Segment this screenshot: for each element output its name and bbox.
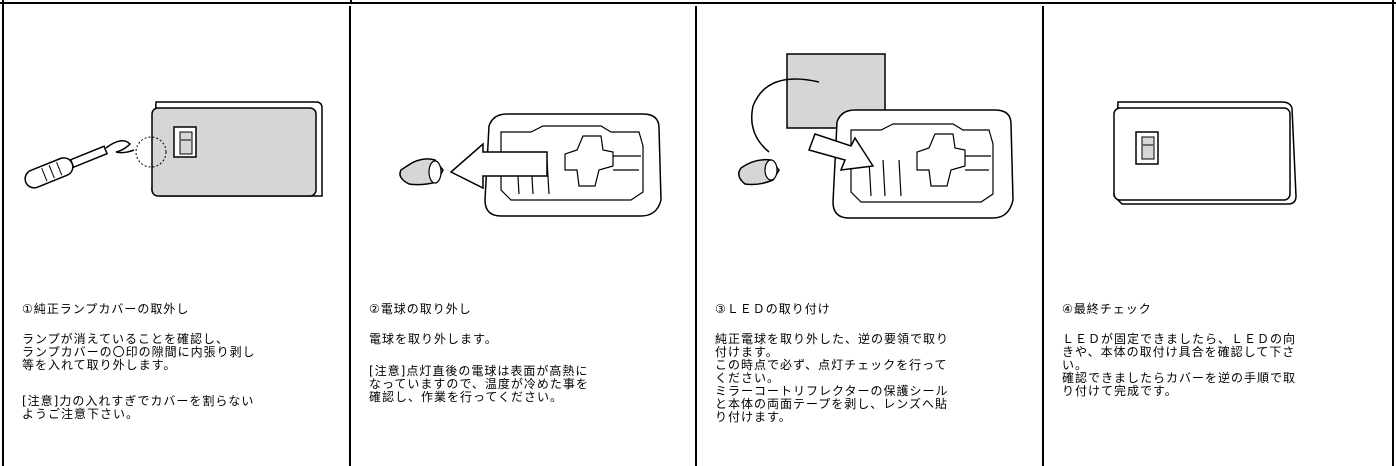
step-2-title: ②電球の取り外し xyxy=(369,302,472,316)
right-border xyxy=(1392,0,1394,466)
led-install-illustration xyxy=(738,53,1014,219)
step-1-caution: [注意]力の入れすぎでカバーを割らない ようご注意下さい。 xyxy=(22,394,255,421)
panel-divider-2 xyxy=(695,6,697,466)
step-panel-1: ①純正ランプカバーの取外し ランプが消えていることを確認し、 ランプカバーの〇印… xyxy=(4,10,349,466)
cover-removal-illustration xyxy=(24,101,323,197)
step-1-description: ランプが消えていることを確認し、 ランプカバーの〇印の隙間に内張り剥し 等を入れ… xyxy=(22,332,256,372)
step-4-title: ④最終チェック xyxy=(1062,302,1152,316)
bulb-icon xyxy=(399,158,444,186)
step-panel-4: ④最終チェック ＬＥＤが固定できましたら、ＬＥＤの向 きや、本体の取付け具合を確… xyxy=(1044,10,1392,466)
panel-divider-1 xyxy=(349,6,351,466)
completed-cover-illustration xyxy=(1113,101,1297,205)
step-2-caution: [注意]点灯直後の電球は表面が高熱に なっていますので、温度が冷めた事を 確認し… xyxy=(369,364,589,404)
step-panel-3: ③ＬＥＤの取り付け 純正電球を取り外した、逆の要領で取り 付けます。 この時点で… xyxy=(697,10,1042,466)
left-border xyxy=(2,0,4,466)
top-border xyxy=(0,2,1396,4)
pry-tool-icon xyxy=(24,145,109,189)
header-divider xyxy=(350,0,352,4)
led-icon xyxy=(738,158,780,186)
step-1-title: ①純正ランプカバーの取外し xyxy=(22,302,190,316)
step-2-description: 電球を取り外します。 xyxy=(369,332,498,346)
step-3-description: 純正電球を取り外した、逆の要領で取り 付けます。 この時点で必ず、点灯チェックを… xyxy=(715,332,950,424)
step-4-description: ＬＥＤが固定できましたら、ＬＥＤの向 きや、本体の取付け具合を確認して下さ い。… xyxy=(1062,332,1297,398)
step-3-title: ③ＬＥＤの取り付け xyxy=(715,302,831,316)
bulb-removal-illustration xyxy=(399,113,662,217)
panel-divider-3 xyxy=(1042,6,1044,466)
step-panel-2: ②電球の取り外し 電球を取り外します。 [注意]点灯直後の電球は表面が高熱に な… xyxy=(351,10,695,466)
